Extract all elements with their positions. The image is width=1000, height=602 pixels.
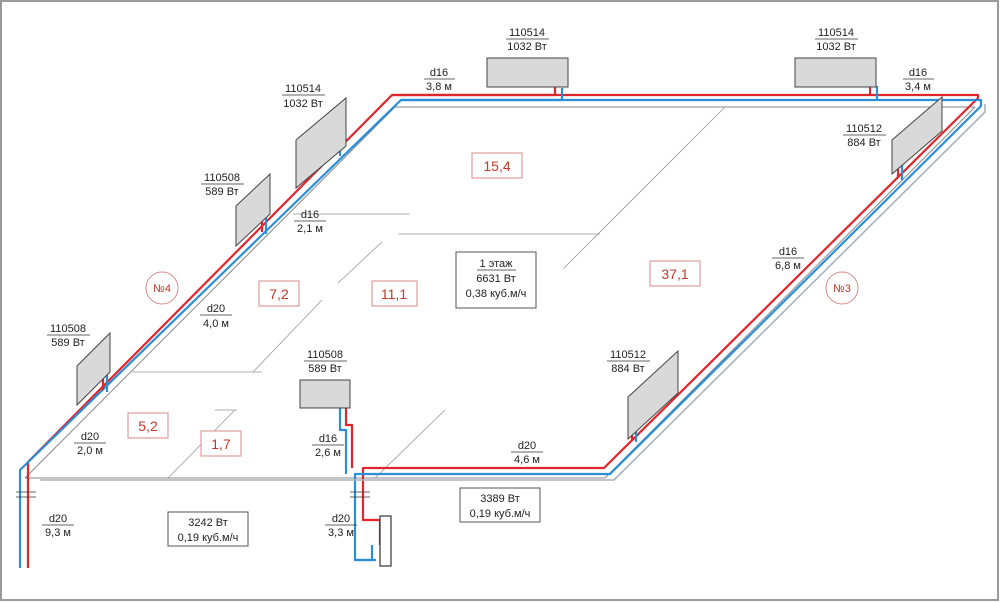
rad-right-lower-power: 884 Вт <box>611 363 644 375</box>
radiators <box>76 57 943 441</box>
pipe-riser-right-d: d20 <box>332 513 350 525</box>
rad-right-upper-power: 884 Вт <box>847 137 880 149</box>
room-area-1-7: 1,7 <box>211 436 231 452</box>
branch-summaries: 3242 Вт 0,19 куб.м/ч 3389 Вт 0,19 куб.м/… <box>167 487 541 547</box>
radiator-left-upper <box>295 96 347 190</box>
rad-center-power: 589 Вт <box>308 363 341 375</box>
pipe-right-len: 6,8 м <box>775 260 801 272</box>
rad-top-right-power: 1032 Вт <box>816 41 856 53</box>
rad-left-mid-model: 110508 <box>204 172 240 184</box>
rad-center-model: 110508 <box>307 349 343 361</box>
floor-title: 1 этаж <box>480 258 514 270</box>
rad-top-center-power: 1032 Вт <box>507 41 547 53</box>
room-box-37-1 <box>649 260 701 287</box>
radiator-left-mid <box>235 172 271 248</box>
wall-inner-e <box>252 299 323 373</box>
valves <box>16 491 370 498</box>
pipe-top-right-len: 3,4 м <box>905 81 931 93</box>
pipe-supply-right-bottom <box>361 93 980 545</box>
summary-left-flow: 0,19 куб.м/ч <box>178 532 239 544</box>
floor-summary: 1 этаж 6631 Вт 0,38 куб.м/ч <box>455 251 537 309</box>
pipe-center-len: 2,6 м <box>315 447 341 459</box>
room-box-7-2 <box>258 280 300 307</box>
radiator-right-upper <box>891 95 943 176</box>
rad-left-upper-power: 1032 Вт <box>283 98 323 110</box>
rad-left-upper-model: 110514 <box>285 83 321 95</box>
collector-block <box>379 515 392 567</box>
rad-right-upper-model: 110512 <box>846 123 882 135</box>
pipe-riser-left-d: d20 <box>49 513 67 525</box>
radiator-center <box>299 379 351 409</box>
branch-center-blue <box>338 408 348 474</box>
rad-left-mid-power: 589 Вт <box>205 186 238 198</box>
room-box-11-1 <box>371 280 418 307</box>
pipe-left-low-len: 2,0 м <box>77 445 103 457</box>
circuit-4-label: №4 <box>153 283 171 295</box>
pipe-left-d: d20 <box>207 303 225 315</box>
radiator-left-lower <box>76 331 111 407</box>
floor-power: 6631 Вт <box>476 273 516 285</box>
rad-top-right-model: 110514 <box>818 27 854 39</box>
radiator-labels: 110514 1032 Вт 110514 1032 Вт 110514 103… <box>47 27 886 375</box>
circuit-3-circle <box>825 271 859 305</box>
radiator-top-center <box>486 57 569 88</box>
radiator-top-right <box>794 57 877 88</box>
room-box-1-7 <box>200 430 242 457</box>
branch-center-red <box>344 408 354 468</box>
pipe-riser-left-len: 9,3 м <box>45 527 71 539</box>
room-area-5-2: 5,2 <box>138 418 158 434</box>
wall-right <box>604 106 976 479</box>
circuit-4-circle <box>145 271 179 305</box>
pipe-top-d: d16 <box>430 67 448 79</box>
pipe-inner-len: 2,1 м <box>297 223 323 235</box>
pipe-center-d: d16 <box>319 433 337 445</box>
pipe-gray-outline <box>40 104 986 481</box>
summary-right-box <box>459 487 541 523</box>
room-area-11-1: 11,1 <box>381 286 407 302</box>
walls <box>24 106 976 479</box>
wall-inner-d <box>337 241 383 284</box>
pipe-top-len: 3,8 м <box>426 81 452 93</box>
rad-left-lower-power: 589 Вт <box>51 337 84 349</box>
wall-inner-i <box>374 409 446 479</box>
room-box-15-4 <box>471 152 523 179</box>
floor-summary-box <box>455 251 537 309</box>
summary-left-box <box>167 511 249 547</box>
riser-right-blue <box>355 545 374 562</box>
radiator-right-lower <box>627 349 679 441</box>
pipe-right-d: d16 <box>779 246 797 258</box>
summary-right-flow: 0,19 куб.м/ч <box>470 508 531 520</box>
room-area-7-2: 7,2 <box>269 286 289 302</box>
circuit-markers: №4 №3 <box>145 271 859 305</box>
summary-left-power: 3242 Вт <box>188 517 228 529</box>
rad-left-lower-model: 110508 <box>50 323 86 335</box>
room-area-15-4: 15,4 <box>483 158 510 174</box>
pipe-left-len: 4,0 м <box>203 318 229 330</box>
rad-right-lower-model: 110512 <box>610 349 646 361</box>
summary-right-power: 3389 Вт <box>480 493 520 505</box>
pipe-return-right-bottom <box>353 98 983 562</box>
wall-left <box>24 106 396 479</box>
room-area-37-1: 37,1 <box>661 266 688 282</box>
rad-top-center-model: 110514 <box>509 27 545 39</box>
wall-inner-a <box>562 106 726 270</box>
circuit-3-label: №3 <box>833 283 851 295</box>
pipe-inner-d: d16 <box>301 209 319 221</box>
pipe-riser-right-len: 3,3 м <box>328 527 354 539</box>
room-labels: 15,4 37,1 7,2 11,1 5,2 1,7 <box>127 152 701 457</box>
pipe-top-right-d: d16 <box>909 67 927 79</box>
pipe-labels: d16 3,8 м d16 3,4 м d16 2,1 м d20 4,0 м … <box>42 67 934 539</box>
pipe-bottom-d: d20 <box>518 440 536 452</box>
pipe-left-low-d: d20 <box>81 431 99 443</box>
floor-flow: 0,38 куб.м/ч <box>466 288 527 300</box>
pipe-bottom-len: 4,6 м <box>514 454 540 466</box>
room-box-5-2 <box>127 412 169 439</box>
